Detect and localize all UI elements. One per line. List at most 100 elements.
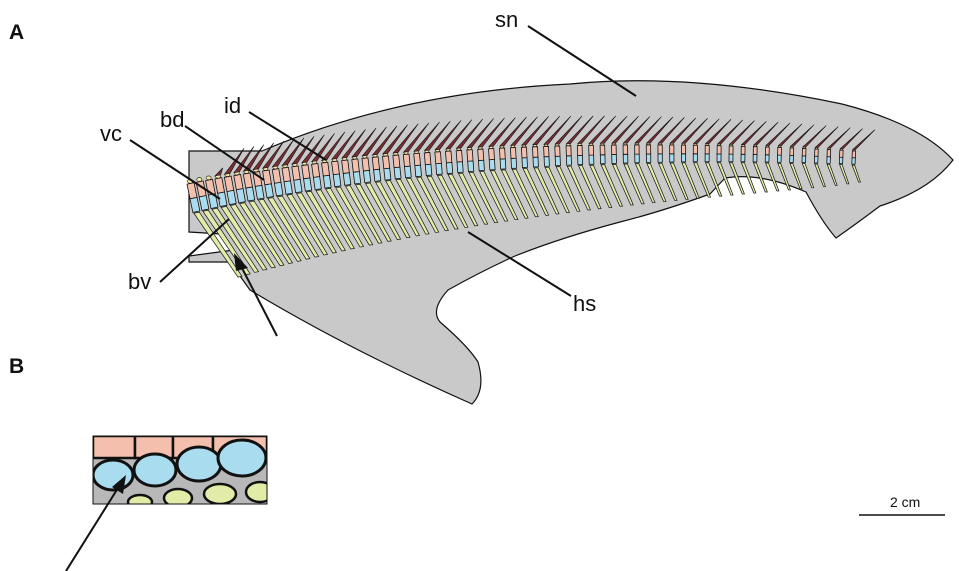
basiventral — [294, 179, 302, 192]
basidorsal — [623, 145, 628, 154]
basiventral — [681, 154, 685, 162]
basiventral — [717, 154, 721, 162]
basidorsal — [790, 148, 794, 156]
basidorsal — [521, 147, 527, 158]
label-id: id — [224, 93, 241, 118]
basiventral — [623, 154, 628, 163]
basiventral — [777, 155, 781, 162]
basidorsal — [717, 146, 721, 154]
basidorsal — [445, 151, 451, 163]
panel-label-b: B — [9, 355, 24, 378]
inset-haemal-spine — [128, 495, 152, 509]
basiventral — [425, 164, 432, 175]
basiventral — [612, 154, 617, 163]
basiventral — [753, 154, 757, 161]
basidorsal — [705, 145, 709, 153]
basidorsal — [741, 146, 745, 154]
basiventral — [363, 170, 370, 182]
basiventral — [404, 166, 411, 178]
basidorsal — [577, 145, 582, 155]
basiventral — [489, 159, 495, 170]
basidorsal — [658, 145, 662, 154]
basiventral — [415, 165, 422, 177]
basidorsal — [312, 163, 320, 177]
inset-basiventral — [177, 447, 221, 481]
basiventral — [478, 160, 484, 171]
inset-basidorsal — [93, 436, 135, 458]
basidorsal — [499, 148, 505, 159]
basiventral — [578, 155, 583, 164]
basiventral — [436, 163, 442, 174]
basidorsal — [681, 145, 685, 154]
basiventral — [522, 158, 528, 168]
basiventral — [589, 155, 594, 164]
basidorsal — [815, 149, 819, 156]
basiventral — [852, 158, 856, 165]
basiventral — [446, 162, 452, 173]
basidorsal — [456, 150, 462, 162]
basiventral — [705, 154, 709, 162]
basidorsal — [600, 145, 605, 155]
basidorsal — [435, 152, 442, 164]
basidorsal — [670, 145, 674, 154]
basidorsal — [322, 162, 330, 176]
label-hs: hs — [573, 291, 596, 316]
basiventral — [693, 154, 697, 162]
scale-bar-label: 2 cm — [890, 494, 920, 510]
basiventral — [374, 169, 381, 181]
basiventral — [353, 171, 360, 183]
basidorsal — [403, 154, 410, 167]
basidorsal — [827, 150, 831, 157]
basiventral — [468, 161, 474, 172]
basidorsal — [489, 149, 495, 160]
inset-basiventral — [93, 460, 133, 490]
basiventral — [274, 182, 283, 196]
basidorsal — [852, 151, 856, 158]
label-vc: vc — [100, 121, 122, 146]
basidorsal — [414, 153, 421, 165]
basiventral — [827, 157, 831, 164]
basidorsal — [729, 146, 733, 154]
basidorsal — [612, 145, 617, 155]
basidorsal — [342, 160, 350, 173]
basidorsal — [352, 159, 360, 172]
basidorsal — [802, 148, 806, 155]
basidorsal — [840, 150, 844, 157]
interdorsal — [206, 176, 211, 180]
inset-basiventral — [134, 454, 176, 486]
inset-haemal-spine — [246, 482, 274, 502]
basidorsal — [302, 165, 310, 179]
basidorsal — [467, 150, 473, 162]
basiventral — [670, 154, 674, 162]
basiventral — [566, 156, 571, 166]
basiventral — [814, 156, 818, 163]
basiventral — [600, 155, 605, 164]
basidorsal — [544, 146, 549, 156]
basidorsal — [332, 161, 340, 175]
basidorsal — [372, 157, 379, 170]
basidorsal — [566, 146, 571, 156]
inset-basiventral — [218, 440, 266, 476]
basiventral — [284, 181, 292, 195]
basiventral — [500, 159, 506, 169]
basiventral — [555, 156, 560, 166]
basiventral — [729, 154, 733, 162]
basiventral — [304, 178, 312, 191]
basidorsal — [424, 152, 431, 164]
basidorsal — [589, 145, 594, 155]
basiventral — [343, 173, 351, 186]
label-bd: bd — [160, 107, 184, 132]
basiventral — [790, 155, 794, 162]
basidorsal — [646, 145, 650, 154]
basiventral — [635, 154, 640, 163]
basiventral — [511, 158, 517, 168]
basiventral — [765, 155, 769, 162]
basidorsal — [778, 147, 782, 155]
label-sn: sn — [495, 7, 518, 32]
basiventral — [533, 157, 538, 167]
basidorsal — [510, 148, 516, 159]
basidorsal — [693, 145, 697, 154]
basiventral — [384, 168, 391, 180]
basidorsal — [292, 166, 300, 180]
basidorsal — [635, 145, 640, 154]
